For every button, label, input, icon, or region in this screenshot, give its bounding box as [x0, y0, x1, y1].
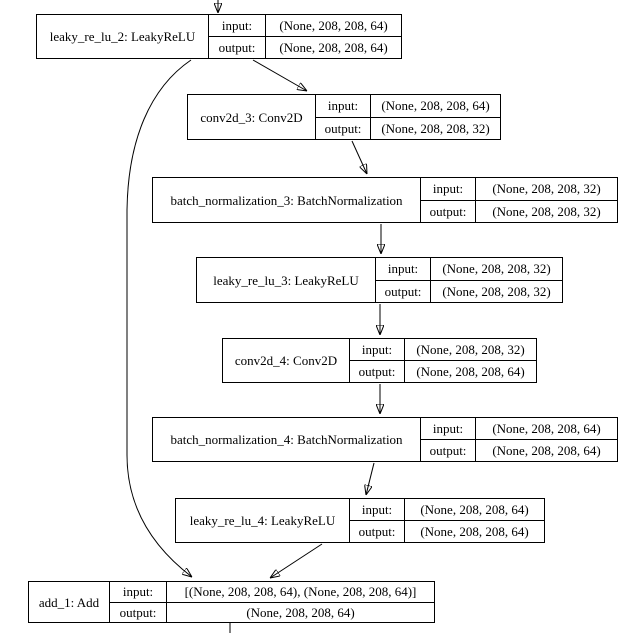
layer-node-batch-normalization-3: batch_normalization_3: BatchNormalizatio…: [152, 177, 618, 223]
output-label: output:: [349, 520, 405, 543]
input-shape: (None, 208, 208, 64): [404, 498, 545, 521]
output-shape: (None, 208, 208, 64): [166, 601, 435, 623]
input-label: input:: [315, 94, 371, 118]
input-shape: (None, 208, 208, 32): [404, 338, 537, 361]
output-label: output:: [315, 116, 371, 140]
layer-node-leaky-re-lu-4: leaky_re_lu_4: LeakyReLU input: (None, 2…: [175, 498, 545, 543]
layer-node-add-1: add_1: Add input: [(None, 208, 208, 64),…: [28, 581, 435, 623]
output-label: output:: [420, 439, 476, 462]
layer-name: batch_normalization_4: BatchNormalizatio…: [152, 417, 421, 462]
layer-name: leaky_re_lu_2: LeakyReLU: [36, 14, 209, 59]
layer-node-conv2d-4: conv2d_4: Conv2D input: (None, 208, 208,…: [222, 338, 537, 383]
layer-node-leaky-re-lu-2: leaky_re_lu_2: LeakyReLU input: (None, 2…: [36, 14, 402, 59]
output-label: output:: [375, 279, 431, 303]
layer-name: leaky_re_lu_4: LeakyReLU: [175, 498, 350, 543]
input-shape: (None, 208, 208, 64): [265, 14, 402, 37]
output-shape: (None, 208, 208, 64): [404, 520, 545, 543]
output-shape: (None, 208, 208, 64): [265, 36, 402, 59]
edge-batch-normalization-4-to-leaky-re-lu-4: [366, 462, 375, 495]
layer-name: batch_normalization_3: BatchNormalizatio…: [152, 177, 421, 223]
input-label: input:: [375, 257, 431, 281]
input-label: input:: [349, 498, 405, 521]
output-label: output:: [109, 601, 167, 623]
edge-conv2d-3-to-batch-normalization-3: [351, 140, 367, 174]
input-shape: (None, 208, 208, 32): [430, 257, 563, 281]
output-label: output:: [349, 360, 405, 383]
layer-node-batch-normalization-4: batch_normalization_4: BatchNormalizatio…: [152, 417, 618, 462]
output-label: output:: [420, 199, 476, 223]
input-label: input:: [208, 14, 266, 37]
input-label: input:: [109, 581, 167, 603]
output-shape: (None, 208, 208, 64): [404, 360, 537, 383]
input-label: input:: [420, 417, 476, 440]
layer-name: conv2d_3: Conv2D: [187, 94, 316, 140]
layer-name: leaky_re_lu_3: LeakyReLU: [196, 257, 376, 303]
output-shape: (None, 208, 208, 32): [475, 199, 618, 223]
layer-node-leaky-re-lu-3: leaky_re_lu_3: LeakyReLU input: (None, 2…: [196, 257, 563, 303]
layer-node-conv2d-3: conv2d_3: Conv2D input: (None, 208, 208,…: [187, 94, 501, 140]
input-label: input:: [420, 177, 476, 201]
input-label: input:: [349, 338, 405, 361]
layer-name: conv2d_4: Conv2D: [222, 338, 350, 383]
input-shape: (None, 208, 208, 64): [475, 417, 618, 440]
input-shape: [(None, 208, 208, 64), (None, 208, 208, …: [166, 581, 435, 603]
output-shape: (None, 208, 208, 32): [430, 279, 563, 303]
edge-leaky-re-lu-2-to-conv2d-3: [252, 59, 307, 91]
input-shape: (None, 208, 208, 64): [370, 94, 501, 118]
edge-leaky-re-lu-4-to-add-1: [270, 543, 323, 578]
input-shape: (None, 208, 208, 32): [475, 177, 618, 201]
output-label: output:: [208, 36, 266, 59]
layer-name: add_1: Add: [28, 581, 110, 623]
output-shape: (None, 208, 208, 64): [475, 439, 618, 462]
output-shape: (None, 208, 208, 32): [370, 116, 501, 140]
